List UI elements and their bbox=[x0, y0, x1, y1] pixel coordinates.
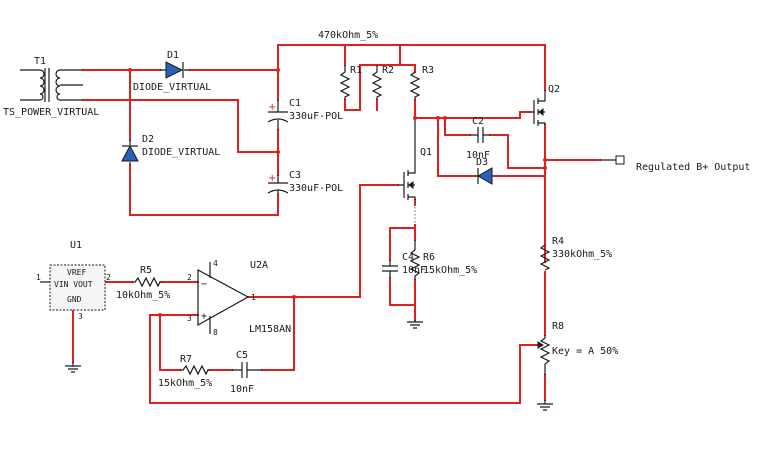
c1-ref: C1 bbox=[289, 98, 301, 109]
resistor-r3: R3 bbox=[409, 65, 434, 100]
svg-text:+: + bbox=[268, 102, 276, 113]
output-label: Regulated B+ Output bbox=[636, 162, 750, 173]
diode-d3: D3 bbox=[475, 157, 495, 185]
u2a-pin-3: 3 bbox=[187, 314, 192, 323]
resistor-r7: R7 15kOhm_5% bbox=[158, 354, 212, 389]
output-terminal: Regulated B+ Output bbox=[600, 155, 750, 173]
potentiometer-r8: R8 Key = A 50% bbox=[537, 321, 618, 375]
r8-value: Key = A 50% bbox=[552, 346, 618, 357]
r8-ref: R8 bbox=[552, 321, 564, 332]
c3-ref: C3 bbox=[289, 170, 301, 181]
r7-ref: R7 bbox=[180, 354, 192, 365]
t1-ref: T1 bbox=[34, 56, 46, 67]
d1-value: DIODE_VIRTUAL bbox=[133, 82, 211, 93]
d3-ref: D3 bbox=[476, 157, 488, 168]
u1-pin-vinvout: VIN VOUT bbox=[54, 280, 93, 289]
c1-value: 330uF-POL bbox=[289, 111, 343, 122]
r6-value: 15kOhm_5% bbox=[423, 265, 477, 276]
junctions bbox=[128, 68, 547, 317]
svg-text:−: − bbox=[201, 279, 207, 290]
u1-pin-gnd: GND bbox=[67, 295, 82, 304]
resistor-r6: R6 15kOhm_5% bbox=[409, 240, 477, 280]
diode-d2: D2 DIODE_VIRTUAL bbox=[121, 134, 220, 165]
mosfet-q1: Q1 bbox=[398, 118, 432, 225]
r5-value: 10kOhm_5% bbox=[116, 290, 170, 301]
u2a-ref: U2A bbox=[250, 260, 268, 271]
r3-ref: R3 bbox=[422, 65, 434, 76]
u2a-pin-8: 8 bbox=[213, 328, 218, 337]
u2a-value: LM158AN bbox=[249, 324, 291, 335]
capacitor-c1: + C1 330uF-POL bbox=[267, 98, 343, 130]
q1-ref: Q1 bbox=[420, 147, 432, 158]
r7-value: 15kOhm_5% bbox=[158, 378, 212, 389]
r123-value: 470kOhm_5% bbox=[318, 30, 378, 41]
transformer-t1: T1 TS_POWER_VIRTUAL bbox=[3, 56, 99, 118]
opamp-u2a: − + 2 3 1 4 8 U2A LM158AN bbox=[187, 259, 291, 337]
c3-value: 330uF-POL bbox=[289, 183, 343, 194]
u1-pin-2: 2 bbox=[106, 273, 111, 282]
capacitor-c5: C5 10nF bbox=[230, 350, 262, 395]
resistor-r5: R5 10kOhm_5% bbox=[116, 265, 170, 301]
mosfet-q2: Q2 bbox=[530, 84, 560, 126]
u1-ref: U1 bbox=[70, 240, 82, 251]
resistor-r1: R1 bbox=[339, 65, 362, 100]
svg-text:+: + bbox=[268, 173, 276, 184]
c5-ref: C5 bbox=[236, 350, 248, 361]
u1-pin-vref: VREF bbox=[67, 268, 86, 277]
u2a-pin-2: 2 bbox=[187, 273, 192, 282]
capacitor-c2: C2 10nF bbox=[466, 116, 490, 161]
r4-ref: R4 bbox=[552, 236, 564, 247]
diode-d1: D1 DIODE_VIRTUAL bbox=[133, 50, 211, 93]
r5-ref: R5 bbox=[140, 265, 152, 276]
resistor-r2: R2 bbox=[371, 65, 394, 100]
ground-icon bbox=[65, 320, 553, 411]
d2-value: DIODE_VIRTUAL bbox=[142, 147, 220, 158]
c2-value: 10nF bbox=[466, 150, 490, 161]
u1-pin-3: 3 bbox=[78, 312, 83, 321]
wires bbox=[72, 44, 601, 404]
u2a-pin-1: 1 bbox=[251, 293, 256, 302]
capacitor-c3: + C3 330uF-POL bbox=[267, 170, 343, 195]
resistor-r4: R4 330kOhm_5% bbox=[539, 236, 612, 271]
d2-ref: D2 bbox=[142, 134, 154, 145]
u2a-pin-4: 4 bbox=[213, 259, 218, 268]
c2-ref: C2 bbox=[472, 116, 484, 127]
r2-ref: R2 bbox=[382, 65, 394, 76]
r1-ref: R1 bbox=[350, 65, 362, 76]
r4-value: 330kOhm_5% bbox=[552, 249, 612, 260]
ic-u1: VREF VIN VOUT GND 1 2 3 U1 bbox=[36, 240, 111, 321]
r6-ref: R6 bbox=[423, 252, 435, 263]
d1-ref: D1 bbox=[167, 50, 179, 61]
t1-value: TS_POWER_VIRTUAL bbox=[3, 107, 99, 118]
q2-ref: Q2 bbox=[548, 84, 560, 95]
c4-ref: C4 bbox=[402, 252, 414, 263]
svg-text:+: + bbox=[201, 311, 207, 322]
c5-value: 10nF bbox=[230, 384, 254, 395]
u1-pin-1: 1 bbox=[36, 273, 41, 282]
